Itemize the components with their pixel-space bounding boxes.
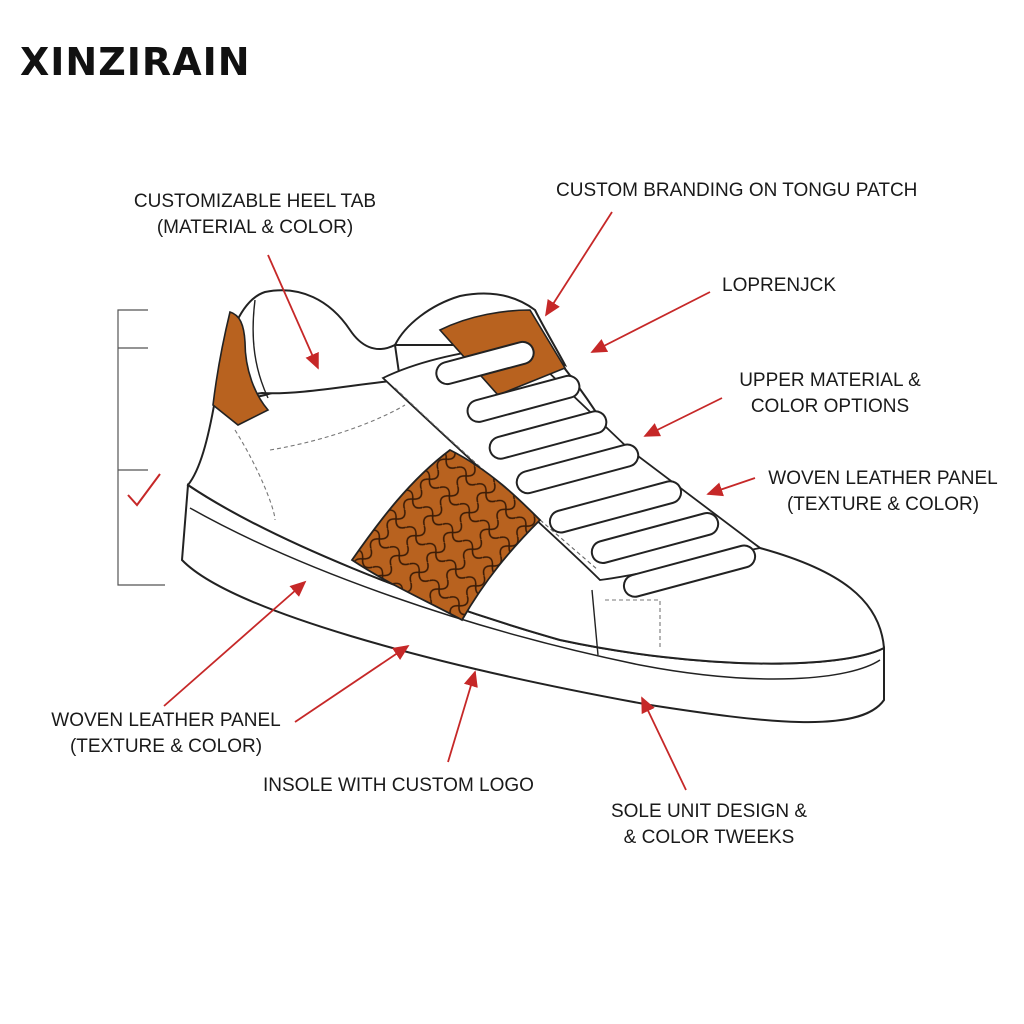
- callout-upper-line1: UPPER MATERIAL &: [739, 370, 921, 391]
- callout-heel-tab: CUSTOMIZABLE HEEL TAB (MATERIAL & COLOR): [120, 189, 390, 241]
- heel-tab: [212, 310, 270, 426]
- woven-leather-panel: [350, 448, 542, 622]
- callout-tongue: CUSTOM BRANDING ON TONGU PATCH: [556, 178, 917, 204]
- brand-logo: XINZIRAIN: [20, 40, 251, 84]
- arrow-woven-right: [706, 477, 756, 497]
- callout-heel-tab-line2: (MATERIAL & COLOR): [156, 217, 354, 238]
- arrow-tongue: [545, 211, 613, 317]
- arrow-woven-left: [163, 580, 307, 707]
- laces: [435, 340, 757, 598]
- arrow-upper: [643, 397, 723, 437]
- callout-woven-left: WOVEN LEATHER PANEL (TEXTURE & COLOR): [36, 708, 296, 760]
- arrow-lace: [590, 291, 711, 353]
- callout-tongue-line1: CUSTOM BRANDING ON TONGU PATCH: [556, 180, 918, 201]
- callout-insole-line1: INSOLE WITH CUSTOM LOGO: [263, 775, 534, 796]
- callout-sole-line1: SOLE UNIT DESIGN &: [610, 801, 808, 822]
- arrow-sole: [641, 696, 687, 791]
- callout-woven-left-line2: (TEXTURE & COLOR): [69, 736, 263, 757]
- callout-woven-right-line2: (TEXTURE & COLOR): [786, 494, 980, 515]
- callout-sole: SOLE UNIT DESIGN & & COLOR TWEEKS: [596, 799, 822, 851]
- checkmark-icon: [127, 473, 161, 507]
- callout-heel-tab-line1: CUSTOMIZABLE HEEL TAB: [133, 191, 377, 212]
- callout-lace: LOPRENJCK: [722, 273, 836, 299]
- callout-sole-line2: & COLOR TWEEKS: [623, 827, 795, 848]
- callout-arrows: [163, 211, 756, 791]
- callout-lace-line1: LOPRENJCK: [722, 275, 837, 296]
- arrow-insole: [447, 670, 478, 763]
- callout-woven-left-line1: WOVEN LEATHER PANEL: [51, 710, 281, 731]
- callout-woven-right-line1: WOVEN LEATHER PANEL: [768, 468, 998, 489]
- callout-upper-line2: COLOR OPTIONS: [750, 396, 910, 417]
- arrow-heel-tab: [267, 254, 319, 370]
- arrow-woven-left-2: [294, 644, 410, 723]
- callout-insole: INSOLE WITH CUSTOM LOGO: [263, 773, 534, 799]
- size-scale: [117, 309, 165, 586]
- callout-upper: UPPER MATERIAL & COLOR OPTIONS: [720, 368, 940, 420]
- callout-woven-right: WOVEN LEATHER PANEL (TEXTURE & COLOR): [760, 466, 1006, 518]
